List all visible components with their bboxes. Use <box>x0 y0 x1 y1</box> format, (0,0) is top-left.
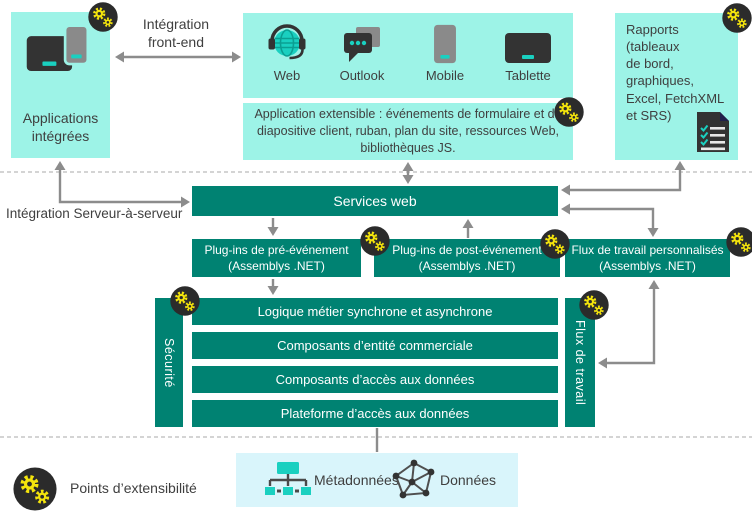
extensibility-badge <box>170 286 200 316</box>
extensibility-badge <box>726 227 752 257</box>
pre-event-plugins-box: Plug-ins de pré-événement (Assemblys .NE… <box>192 239 361 277</box>
layer-data-access-components-label: Composants d’accès aux données <box>275 372 475 387</box>
post-event-plugins-box: Plug-ins de post-événement (Assemblys .N… <box>374 239 560 277</box>
extensibility-badge <box>540 229 570 259</box>
client-mobile: Mobile <box>410 21 480 84</box>
client-mobile-label: Mobile <box>425 68 465 83</box>
legend-label: Points d’extensibilité <box>70 480 197 496</box>
reports-box: Rapports (tableaux de bord, graphiques, … <box>615 13 738 160</box>
workflow-bar: Flux de travail <box>565 298 595 427</box>
mobile-icon <box>410 21 480 65</box>
web-services-label: Services web <box>333 193 417 209</box>
layer-entity-components: Composants d’entité commerciale <box>192 332 558 359</box>
pre-event-plugins-label: Plug-ins de pré-événement (Assemblys .NE… <box>204 242 349 273</box>
reports-text: Rapports (tableaux de bord, graphiques, … <box>626 22 725 123</box>
extensibility-badge <box>722 3 752 33</box>
metadata-label: Métadonnées <box>314 472 399 488</box>
workflow-label: Flux de travail <box>573 319 587 406</box>
data-network-icon <box>392 459 435 499</box>
client-outlook-label: Outlook <box>339 68 385 83</box>
tablet-icon <box>493 21 563 65</box>
arrow-reports-services <box>568 168 682 192</box>
extensibility-badge <box>554 97 584 127</box>
layer-entity-components-label: Composants d’entité commerciale <box>277 338 473 353</box>
arrow-workflowbox-workflowbar <box>603 286 656 365</box>
server-integration-label: Intégration Serveur-à-serveur <box>6 206 183 221</box>
clients-box: Web Outlook Mobi <box>243 13 573 98</box>
layer-data-access-platform: Plateforme d’accès aux données <box>192 400 558 427</box>
integrated-apps-icon <box>26 24 90 72</box>
arrow-server-to-server <box>58 168 183 204</box>
security-bar: Sécurité <box>155 298 183 427</box>
frontend-integration-label: Intégration front-end <box>142 16 210 50</box>
custom-workflows-label: Flux de travail personnalisés (Assemblys… <box>571 242 724 273</box>
client-outlook: Outlook <box>327 21 397 84</box>
post-event-plugins-label: Plug-ins de post-événement (Assemblys .N… <box>392 242 542 273</box>
storage-box: Métadonnées Données <box>236 453 518 507</box>
client-web-label: Web <box>273 68 301 83</box>
integrated-apps-label: Applications intégrées <box>22 110 99 144</box>
extensibility-badge <box>360 226 390 256</box>
custom-workflows-box: Flux de travail personnalisés (Assemblys… <box>565 239 730 277</box>
layer-data-access-components: Composants d’accès aux données <box>192 366 558 393</box>
layer-business-logic: Logique métier synchrone et asynchrone <box>192 298 558 325</box>
report-document-icon <box>697 112 729 152</box>
client-web: Web <box>252 21 322 84</box>
client-tablet: Tablette <box>493 21 563 84</box>
web-services-bar: Services web <box>192 186 558 216</box>
data-label: Données <box>440 472 497 488</box>
client-tablet-label: Tablette <box>505 68 551 83</box>
layer-business-logic-label: Logique métier synchrone et asynchrone <box>257 304 493 319</box>
security-label: Sécurité <box>162 337 176 388</box>
metadata-sitemap-icon <box>265 462 311 495</box>
extensible-app-box: Application extensible : événements de f… <box>243 103 573 160</box>
arrow-services-custom-workflows <box>566 207 655 230</box>
outlook-icon <box>327 21 397 65</box>
web-icon <box>252 21 322 65</box>
extensibility-badge <box>579 290 609 320</box>
extensibility-badge <box>88 2 118 32</box>
layer-data-access-platform-label: Plateforme d’accès aux données <box>280 406 470 421</box>
extensible-app-text: Application extensible : événements de f… <box>254 107 562 155</box>
legend-extensibility-badge <box>13 467 57 511</box>
integrated-apps-box: Applications intégrées <box>11 12 110 158</box>
